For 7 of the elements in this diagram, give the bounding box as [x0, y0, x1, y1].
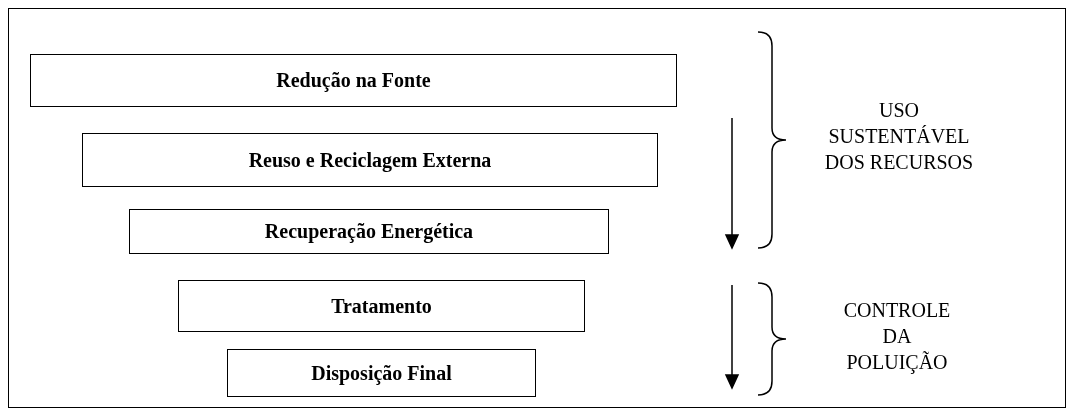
hierarchy-box: Recuperação Energética — [129, 209, 609, 254]
hierarchy-box: Disposição Final — [227, 349, 536, 397]
hierarchy-box: Reuso e Reciclagem Externa — [82, 133, 658, 187]
group-label: CONTROLE DA POLUIÇÃO — [842, 298, 952, 375]
hierarchy-box: Tratamento — [178, 280, 585, 332]
hierarchy-box: Redução na Fonte — [30, 54, 677, 107]
group-label: USO SUSTENTÁVEL DOS RECURSOS — [823, 98, 975, 175]
